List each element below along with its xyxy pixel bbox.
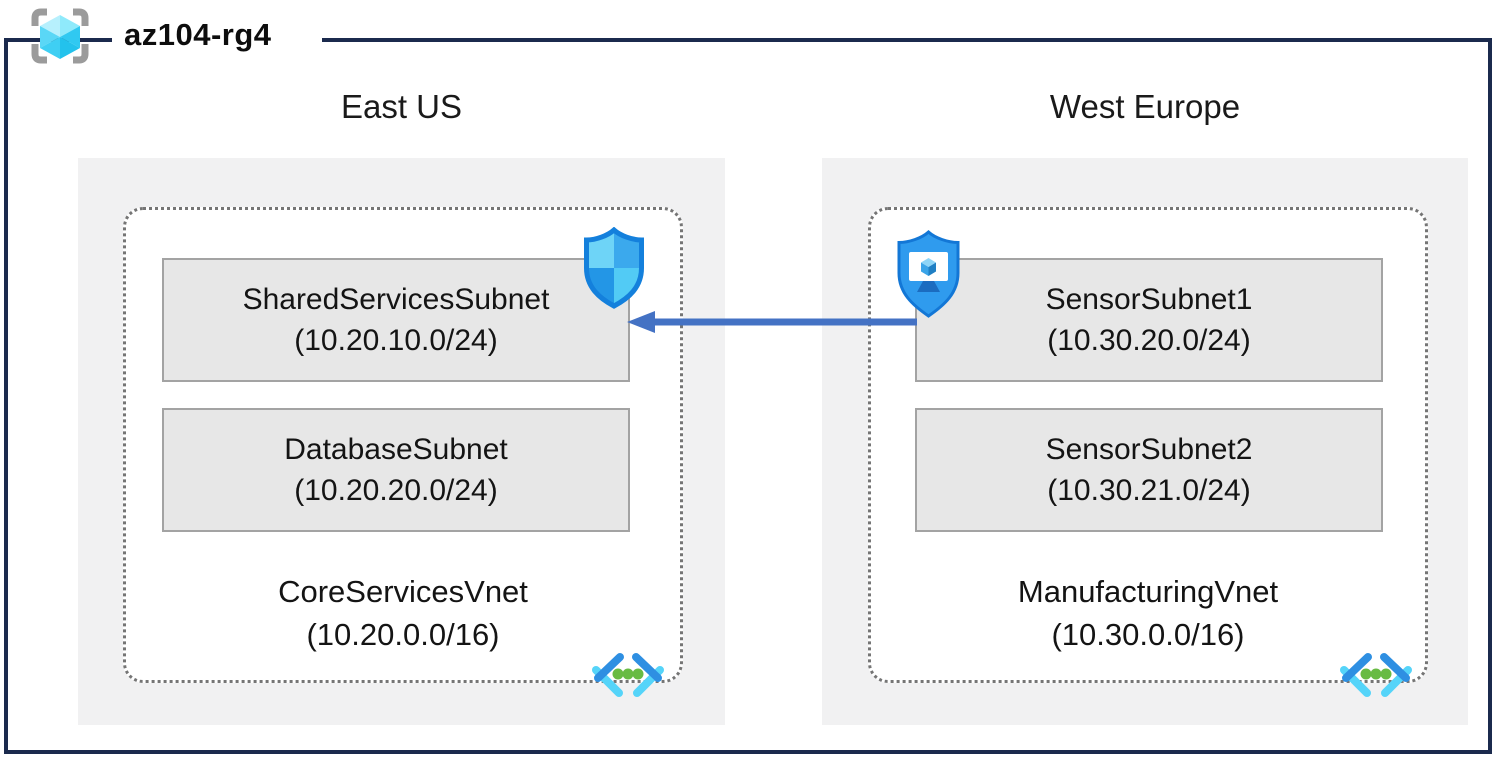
region-title-east-us: East US — [340, 88, 463, 125]
subnet-name: SensorSubnet1 — [1045, 283, 1253, 316]
subnet-name: SharedServicesSubnet — [242, 283, 550, 316]
resource-group-name: az104-rg4 — [116, 4, 280, 66]
subnet-sensor1: SensorSubnet1 (10.30.20.0/24) — [915, 258, 1383, 382]
vnet-name: ManufacturingVnet — [1017, 574, 1279, 609]
network-security-group-icon — [584, 227, 644, 309]
resource-group-header: az104-rg4 — [20, 4, 322, 66]
subnet-cidr: (10.20.20.0/24) — [294, 474, 498, 507]
peering-arrow — [627, 311, 917, 333]
subnet-sensor2: SensorSubnet2 (10.30.21.0/24) — [915, 408, 1383, 532]
resource-group-icon — [31, 8, 89, 64]
subnet-name: DatabaseSubnet — [284, 433, 508, 466]
monitor-stand-shape — [917, 281, 940, 292]
subnet-database: DatabaseSubnet (10.20.20.0/24) — [162, 408, 630, 532]
subnet-cidr: (10.30.20.0/24) — [1047, 324, 1251, 357]
subnet-cidr: (10.30.21.0/24) — [1047, 474, 1251, 507]
subnet-name: SensorSubnet2 — [1045, 433, 1253, 466]
virtual-network-icon — [1340, 653, 1412, 697]
subnet-cidr: (10.20.10.0/24) — [294, 324, 498, 357]
vnet-label-coreservices: CoreServicesVnet (10.20.0.0/16) — [123, 570, 683, 656]
virtual-network-icon — [592, 653, 664, 697]
vnet-cidr: (10.20.0.0/16) — [306, 617, 500, 652]
region-title-west-europe: West Europe — [1049, 88, 1241, 125]
resource-group-frame — [4, 38, 1492, 754]
vnet-cidr: (10.30.0.0/16) — [1051, 617, 1245, 652]
application-security-group-icon — [897, 229, 960, 318]
vnet-name: CoreServicesVnet — [278, 574, 528, 609]
subnet-sharedservices: SharedServicesSubnet (10.20.10.0/24) — [162, 258, 630, 382]
vnet-label-manufacturing: ManufacturingVnet (10.30.0.0/16) — [868, 570, 1428, 656]
